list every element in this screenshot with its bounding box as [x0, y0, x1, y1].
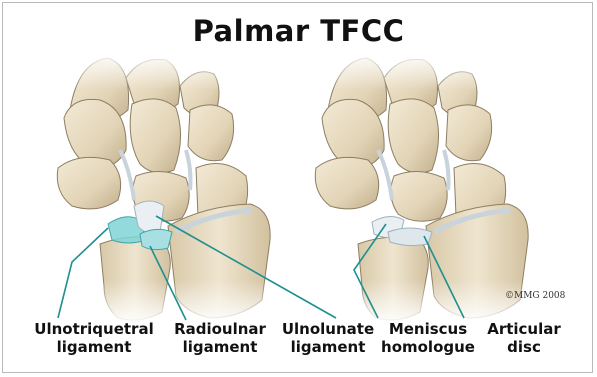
right-trapezoid: [446, 105, 492, 161]
left-wrist: [40, 50, 290, 325]
label-ulnolunate-line1: Ulnolunate: [276, 320, 380, 338]
label-ulnotriquetral-line2: ligament: [34, 338, 154, 356]
label-radioulnar-line1: Radioulnar: [168, 320, 272, 338]
label-ulnolunate-ligament: Ulnolunate ligament: [276, 320, 380, 356]
right-wrist: [300, 50, 550, 325]
label-articular-disc: Articular disc: [478, 320, 570, 356]
label-meniscus-line1: Meniscus: [376, 320, 480, 338]
label-meniscus-homologue: Meniscus homologue: [376, 320, 480, 356]
right-triquetrum: [315, 157, 378, 209]
right-capitate: [388, 99, 438, 173]
right-lunate: [391, 171, 447, 221]
copyright-notice: ©MMG 2008: [505, 291, 565, 301]
left-radioulnar-ligament: [140, 229, 172, 249]
label-radioulnar-line2: ligament: [168, 338, 272, 356]
label-ulnotriquetral-line1: Ulnotriquetral: [34, 320, 154, 338]
left-capitate: [130, 99, 180, 173]
label-meniscus-line2: homologue: [376, 338, 480, 356]
left-pisiform-triquetrum: [57, 157, 120, 209]
label-radioulnar-ligament: Radioulnar ligament: [168, 320, 272, 356]
label-ulnotriquetral-ligament: Ulnotriquetral ligament: [34, 320, 154, 356]
label-articular-line1: Articular: [478, 320, 570, 338]
label-ulnolunate-line2: ligament: [276, 338, 380, 356]
label-articular-line2: disc: [478, 338, 570, 356]
left-trapezoid: [188, 105, 234, 161]
right-articular-disc: [388, 228, 432, 246]
